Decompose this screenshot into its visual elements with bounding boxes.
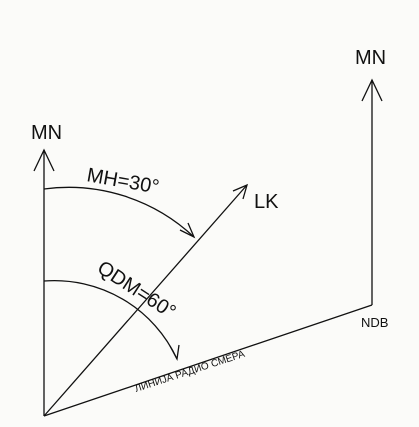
lk-label: LK	[254, 191, 279, 213]
lk-arrowhead	[232, 183, 249, 200]
mh-arc-arrowhead	[179, 222, 196, 239]
mn-right-arrowhead	[361, 78, 383, 102]
radio-line-label: ЛИНИЈА РАДИО СМЕРА	[134, 349, 247, 395]
mn-left-label: MN	[31, 122, 62, 144]
mh-label: MH=30°	[85, 164, 161, 198]
qdm-label: QDM=60°	[93, 257, 179, 324]
lk-heading-line	[43, 184, 248, 417]
mn-left-arrowhead	[33, 148, 55, 172]
qdm-arc-arrowhead	[169, 344, 180, 362]
mn-right-label: MN	[355, 47, 386, 69]
ndb-label: NDB	[361, 315, 388, 330]
radio-bearing-line	[43, 304, 373, 417]
qdm-arc	[43, 279, 178, 360]
mh-arc	[43, 186, 195, 238]
